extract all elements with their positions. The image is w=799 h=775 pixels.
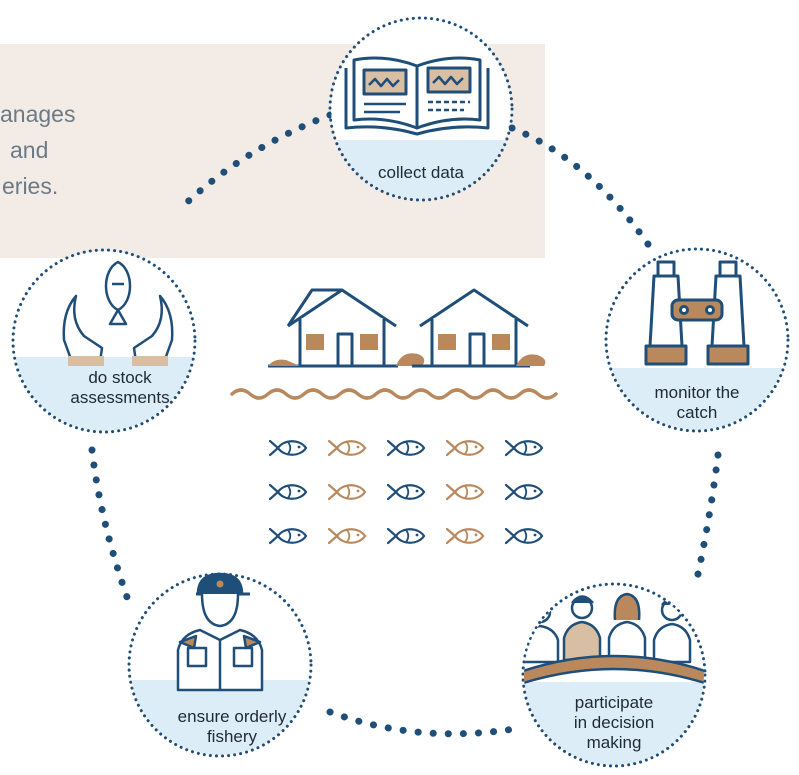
intro-line-2: and	[10, 137, 49, 163]
hands-fish-icon	[62, 260, 174, 366]
intro-line-1: anages	[0, 101, 76, 127]
connector-data-to-catch	[508, 124, 654, 251]
fish-icon	[268, 483, 308, 501]
person-2-icon	[562, 595, 602, 662]
fish-icon	[268, 439, 308, 457]
cycle-connectors	[88, 111, 722, 738]
officer-icon	[176, 572, 264, 692]
fish-icon	[327, 439, 367, 457]
fish-icon	[445, 483, 485, 501]
fish-icon	[504, 483, 544, 501]
fish-icon	[327, 527, 367, 545]
connector-orderly-to-stock	[88, 446, 132, 604]
fish-school	[268, 439, 544, 545]
fish-icon	[445, 527, 485, 545]
fish-icon	[504, 439, 544, 457]
station-participate: participate in decision making	[521, 582, 707, 768]
station-label: making	[587, 733, 642, 752]
station-ensure-orderly: ensure orderly fishery	[127, 572, 313, 758]
station-label: monitor the	[654, 383, 739, 402]
connector-catch-to-participate	[691, 451, 722, 592]
fish-icon	[445, 439, 485, 457]
intro-text: anages and eries.	[0, 96, 200, 204]
station-label: participate	[575, 693, 653, 712]
fish-icon	[504, 527, 544, 545]
station-label: fishery	[207, 727, 258, 746]
fish-icon	[268, 527, 308, 545]
station-label: ensure orderly	[178, 707, 287, 726]
house-icon	[412, 288, 546, 368]
station-label: in decision	[574, 713, 654, 732]
wave-line	[230, 388, 558, 400]
station-monitor-catch: monitor the catch	[604, 247, 790, 433]
station-ring	[328, 16, 514, 202]
fish-icon	[386, 527, 426, 545]
fish-icon	[386, 439, 426, 457]
village-illustration	[230, 288, 558, 400]
station-ring	[604, 247, 790, 433]
connector-stock-to-data	[174, 111, 334, 215]
fish-icon	[386, 483, 426, 501]
station-label: catch	[677, 403, 718, 422]
binoculars-icon	[644, 260, 750, 366]
house-icon	[268, 288, 425, 368]
fish-icon	[327, 483, 367, 501]
station-label: collect data	[378, 163, 465, 182]
station-label: do stock	[88, 368, 152, 387]
book-icon	[344, 56, 490, 136]
person-3-icon	[607, 592, 647, 662]
intro-line-3: eries.	[2, 173, 59, 199]
station-collect-data: collect data	[328, 16, 514, 202]
connector-participate-to-orderly	[326, 708, 524, 738]
station-stock-assessments: do stock assessments	[11, 248, 197, 434]
station-ring	[11, 248, 197, 434]
station-label: assessments	[70, 388, 169, 407]
station-ring	[521, 582, 707, 768]
